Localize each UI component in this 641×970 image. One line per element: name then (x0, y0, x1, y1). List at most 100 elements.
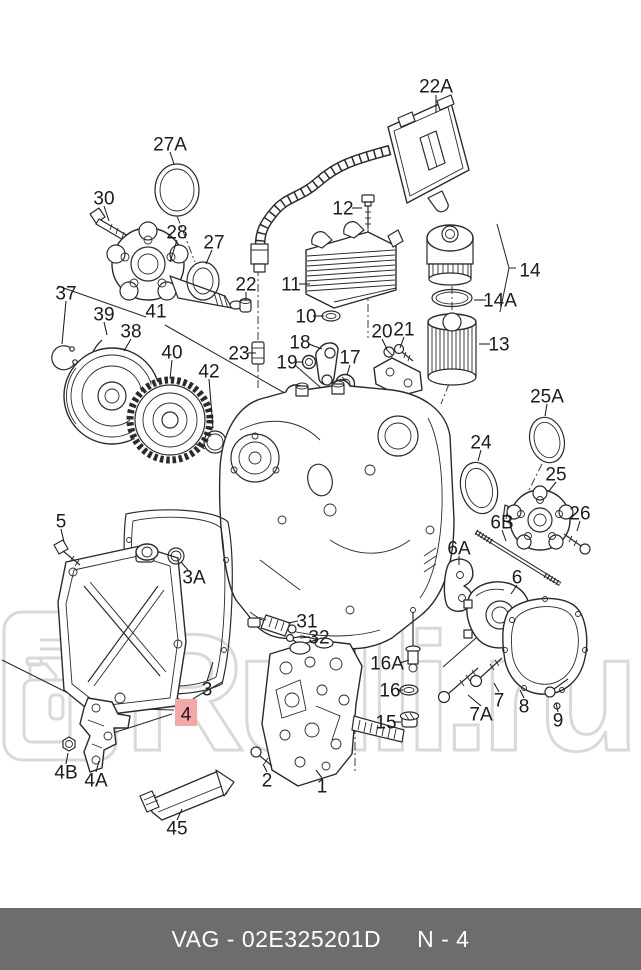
callout-label-11: 11 (281, 275, 301, 296)
callout-label-22: 22 (235, 275, 256, 296)
diagram-stage: Rulli.ru (1, 77, 641, 840)
footer-page-number: N - 4 (417, 925, 470, 952)
callout-leader-38 (123, 338, 132, 352)
callout-label-7: 7 (494, 691, 505, 712)
callout-leader-16A (399, 659, 410, 664)
callout-label-18: 18 (289, 333, 310, 354)
callout-leader-25 (548, 481, 557, 492)
callout-leader-4A (95, 760, 100, 773)
callout-label-41: 41 (145, 302, 166, 323)
callout-leader-26 (576, 520, 581, 532)
callout-label-19: 19 (276, 353, 297, 374)
callout-label-20: 20 (371, 322, 392, 343)
part-filter-element (427, 312, 477, 386)
part-breather-box (387, 94, 470, 213)
callout-label-3: 3 (202, 680, 213, 701)
part-screw-12 (361, 194, 375, 228)
callout-leader-3A (180, 561, 189, 571)
part-plug-15 (399, 711, 420, 728)
callout-label-26: 26 (569, 504, 590, 525)
part-breather-hose (250, 144, 392, 273)
part-valve-body (261, 637, 405, 787)
callout-leader-7 (493, 682, 500, 693)
callout-leader-27A (169, 151, 175, 165)
callout-label-4: 4 (181, 705, 192, 726)
callout-leader-32 (299, 636, 311, 639)
part-bracket-20-21 (373, 343, 423, 397)
oil-can-glyph (22, 638, 72, 744)
part-screw-30 (89, 207, 129, 242)
callout-label-13: 13 (488, 335, 509, 356)
callout-label-6: 6 (512, 568, 523, 589)
part-seal-27 (186, 261, 220, 301)
part-screw-26 (563, 533, 591, 555)
callout-leader-25A (544, 403, 548, 417)
callout-label-4A: 4A (84, 771, 108, 792)
callout-leader-4B (65, 752, 69, 765)
callout-leader-24 (477, 449, 482, 462)
part-oring-25A (528, 416, 566, 464)
callout-leader-7A (467, 694, 482, 707)
callout-label-14: 14 (519, 261, 541, 282)
callout-leader-8 (519, 689, 525, 699)
callout-label-27: 27 (203, 233, 224, 254)
callout-label-4B: 4B (54, 763, 77, 784)
part-cover-8 (502, 596, 588, 695)
callout-label-6B: 6B (490, 513, 513, 534)
parts-art (51, 94, 591, 821)
callout-label-39: 39 (93, 305, 114, 326)
callout-leader-6 (510, 584, 518, 595)
footer-part-number: VAG - 02E325201D (171, 925, 382, 952)
callout-label-14A: 14A (483, 291, 517, 312)
callout-label-16: 16 (379, 681, 400, 702)
callout-label-25A: 25A (530, 387, 564, 408)
callout-label-12: 12 (332, 199, 353, 220)
callout-label-32: 32 (308, 628, 329, 649)
callout-label-31: 31 (296, 612, 317, 633)
callout-leader-20 (381, 338, 388, 350)
callout-leader-39 (103, 321, 108, 336)
callout-label-2: 2 (262, 771, 273, 792)
callout-leader-28 (169, 239, 178, 263)
callout-leader-31 (287, 620, 299, 624)
callout-label-37: 37 (55, 284, 76, 305)
part-pump-flange (106, 221, 243, 310)
callout-label-21: 21 (393, 320, 414, 341)
part-ring-10 (321, 310, 341, 322)
callout-leader-1 (315, 769, 323, 779)
part-seal-3A (167, 547, 185, 565)
callout-leader-45 (176, 808, 183, 821)
part-filter-cap (426, 224, 474, 286)
callout-label-15: 15 (375, 713, 396, 734)
callout-label-9: 9 (553, 711, 564, 732)
part-pin-16A (405, 607, 421, 673)
part-output-flange-25 (502, 485, 574, 551)
callout-label-3A: 3A (182, 568, 206, 589)
callout-label-28: 28 (166, 223, 187, 244)
callout-leader-30 (103, 205, 110, 222)
callout-label-23: 23 (228, 344, 249, 365)
callout-leader-40 (169, 359, 173, 380)
exploded-parts-diagram: Rulli.ru (1, 77, 641, 840)
part-sealant-tube-45 (139, 769, 235, 821)
callout-label-27A: 27A (153, 135, 187, 156)
part-oil-cooler (305, 221, 404, 309)
callout-label-38: 38 (120, 322, 141, 343)
part-screw-7A (437, 667, 479, 704)
part-bolt-2 (250, 746, 273, 767)
part-nut-4B (62, 736, 76, 752)
part-screw-5 (53, 539, 81, 567)
callout-label-6A: 6A (447, 539, 471, 560)
callout-label-30: 30 (93, 189, 114, 210)
callout-label-24: 24 (470, 433, 492, 454)
part-plug-22 (239, 298, 252, 313)
callout-leader-3 (206, 661, 214, 682)
part-seal-24 (459, 461, 499, 515)
callout-leader-27 (205, 249, 213, 265)
callout-leader-42 (208, 378, 214, 429)
callout-label-40: 40 (161, 343, 182, 364)
callout-label-17: 17 (339, 348, 360, 369)
callout-label-7A: 7A (469, 705, 493, 726)
